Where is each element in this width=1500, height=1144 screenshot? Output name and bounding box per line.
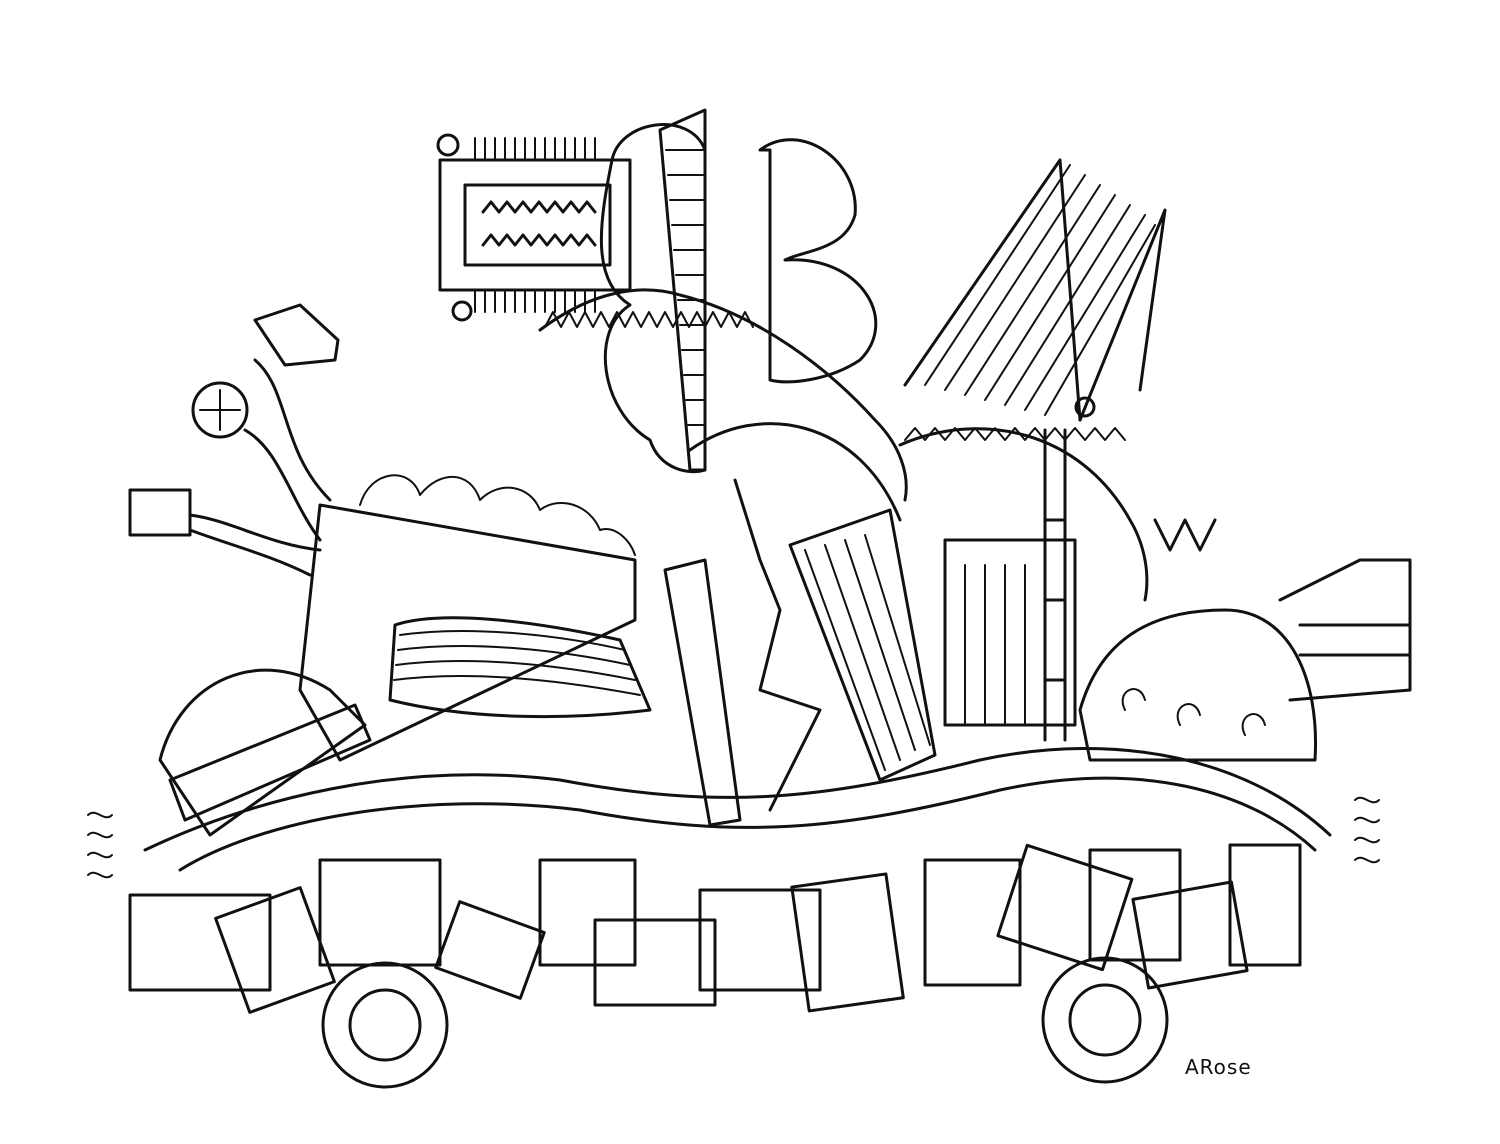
box-1 — [128, 893, 272, 992]
left-helmet — [158, 668, 367, 837]
striped-pad — [388, 616, 652, 719]
box-6 — [593, 918, 717, 1007]
ladder — [1043, 428, 1067, 742]
box-4 — [434, 900, 546, 1000]
top-sign-inner — [463, 183, 612, 267]
arch — [688, 422, 902, 522]
box-11 — [1088, 848, 1182, 962]
right-scribble — [1354, 796, 1380, 864]
top-sign-zigzag — [481, 200, 597, 214]
top-sign-fringe — [474, 137, 596, 159]
box-12 — [1131, 880, 1249, 990]
dial — [191, 381, 249, 439]
cloud-column — [599, 123, 707, 474]
base-frame-lower — [178, 776, 1317, 872]
left-wheel-inner — [348, 988, 422, 1062]
helmet-visor — [168, 703, 372, 822]
striped-blade-lines — [665, 149, 706, 426]
tower — [663, 558, 742, 827]
striped-blade — [658, 108, 707, 472]
box-9 — [923, 858, 1022, 987]
box-2 — [214, 886, 336, 1014]
plug-box — [128, 488, 192, 537]
fan-right — [1078, 208, 1167, 422]
spiky-tree — [733, 478, 822, 812]
box-7 — [698, 888, 822, 992]
top-sign-zigzag-2 — [481, 233, 597, 247]
artist-signature: ARose — [1185, 1055, 1252, 1079]
right-wheel-inner — [1068, 983, 1142, 1057]
left-wheel — [321, 961, 449, 1089]
bottom-knob — [451, 300, 473, 322]
right-gear-arc — [898, 427, 1149, 602]
box-13 — [1228, 843, 1302, 967]
grill-box — [943, 538, 1077, 727]
right-wheel — [1041, 956, 1169, 1084]
megaphone — [253, 303, 340, 367]
box-3 — [318, 858, 442, 967]
bars-panel — [788, 508, 937, 782]
pipes — [1278, 558, 1412, 702]
top-sign — [438, 158, 632, 292]
base-frame — [143, 747, 1332, 852]
center-dome — [538, 288, 908, 502]
bars-lines — [804, 534, 931, 771]
dial-cross — [199, 389, 241, 431]
fan-eye — [1074, 396, 1096, 418]
blob-platform — [1078, 608, 1318, 762]
spoon-shapes — [1121, 688, 1266, 736]
pad-lines — [393, 630, 641, 696]
top-knob — [436, 133, 460, 157]
top-sign-fringe-bottom — [474, 291, 596, 313]
rock-bin — [298, 503, 637, 762]
fan-lines — [924, 164, 1156, 416]
box-5 — [538, 858, 637, 967]
left-scribble — [87, 811, 113, 879]
rocks — [359, 474, 636, 556]
box-10 — [996, 843, 1134, 972]
right-gear-teeth — [904, 427, 1126, 441]
right-spikes — [1153, 518, 1217, 552]
grill-lines — [964, 564, 1046, 726]
right-cloud — [758, 138, 878, 384]
wires — [188, 358, 332, 577]
box-8 — [790, 872, 905, 1013]
center-gear-edge — [544, 311, 754, 328]
